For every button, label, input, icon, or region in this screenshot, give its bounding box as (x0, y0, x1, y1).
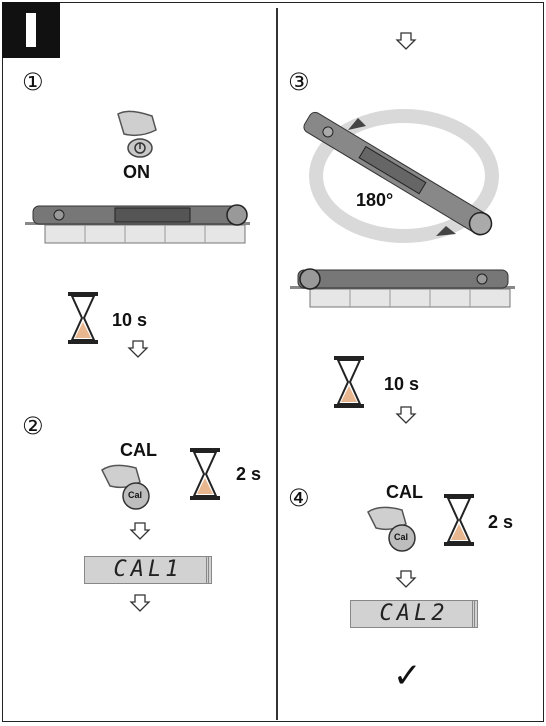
section-marker-glyph (26, 13, 36, 48)
cal-button-text: Cal (128, 490, 143, 500)
arrow-down-icon (129, 522, 151, 540)
step-2-number: ② (22, 412, 44, 440)
lcd-display-edge (472, 600, 475, 628)
hourglass-icon (334, 356, 364, 408)
step-4-number: ④ (288, 484, 310, 512)
section-marker (2, 2, 60, 58)
level-device-icon (290, 268, 515, 308)
wait-time-label: 2 s (488, 512, 514, 532)
checkmark-icon: ✓ (393, 656, 422, 696)
lcd-display: CAL2 (350, 600, 478, 628)
hourglass-icon (68, 292, 98, 344)
cal-label: CAL (120, 440, 157, 460)
wait-time-label: 10 s (384, 374, 420, 394)
hourglass-icon (444, 494, 474, 546)
step-3-number: ③ (288, 68, 310, 96)
rotation-angle-label: 180° (356, 190, 394, 210)
cal-button-press-icon (367, 506, 416, 552)
level-device-icon (25, 204, 250, 244)
column-divider (276, 8, 278, 720)
rotate-level-icon (303, 109, 499, 243)
cal-button-press-icon (101, 464, 150, 510)
arrow-down-icon (129, 594, 151, 612)
step-1-number: ① (22, 68, 44, 96)
arrow-down-icon (395, 570, 417, 588)
cal-label: CAL (386, 482, 423, 502)
arrow-down-icon (395, 406, 417, 424)
arrow-down-icon (127, 340, 149, 358)
on-label: ON (123, 162, 150, 182)
arrow-down-icon (395, 32, 417, 50)
cal-button-text: Cal (394, 532, 409, 542)
lcd-display: CAL1 (84, 556, 212, 584)
wait-time-label: 2 s (236, 464, 262, 484)
finger-press-icon (117, 110, 157, 158)
hourglass-icon (190, 448, 220, 500)
lcd-display-edge (206, 556, 209, 584)
wait-time-label: 10 s (112, 310, 148, 330)
